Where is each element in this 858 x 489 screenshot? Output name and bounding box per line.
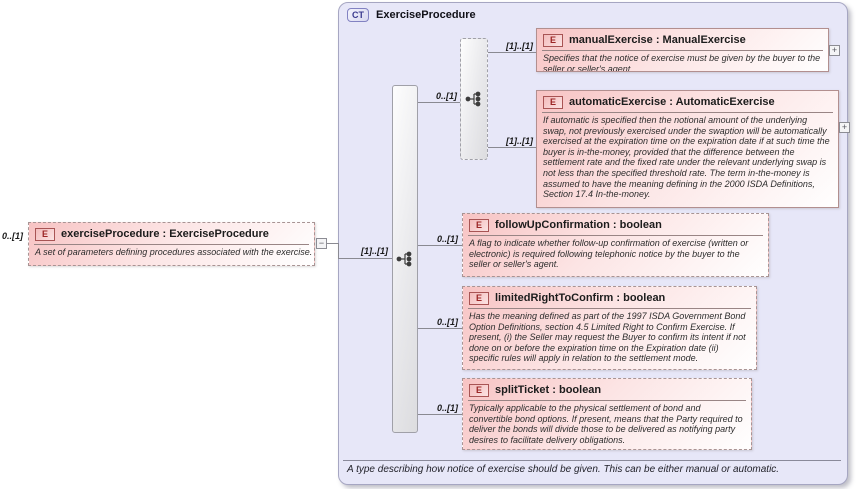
element-annotation: If automatic is specified then the notio… [542,112,833,203]
collapse-icon[interactable]: − [316,238,327,249]
element-annotation: Typically applicable to the physical set… [468,400,746,448]
cardinality-label: [1]..[1] [506,41,533,51]
element-badge: E [543,95,563,109]
element-title: splitTicket : boolean [495,384,602,396]
cardinality-label: 0..[1] [2,231,24,241]
expand-icon[interactable]: + [829,45,840,56]
cardinality-label: 0..[1] [435,91,457,101]
cardinality-label: 0..[1] [436,403,458,413]
element-annotation: A set of parameters defining procedures … [34,244,312,261]
element-badge: E [469,218,489,232]
element-title: followUpConfirmation : boolean [495,219,662,231]
choice-indicator[interactable] [460,38,488,160]
sequence-icon [396,251,412,267]
complex-type-annotation: A type describing how notice of exercise… [347,464,780,475]
cardinality-label: [1]..[1] [361,246,388,256]
cardinality-label: [1]..[1] [506,136,533,146]
cardinality-label: 0..[1] [436,317,458,327]
element-badge: E [469,383,489,397]
choice-icon [465,91,481,107]
element-box-exerciseprocedure[interactable]: E exerciseProcedure : ExerciseProcedure … [28,222,315,266]
element-title: limitedRightToConfirm : boolean [495,292,666,304]
element-box-splitticket[interactable]: E splitTicket : boolean Typically applic… [462,378,752,450]
element-annotation: A flag to indicate whether follow-up con… [468,235,763,273]
complex-type-badge: CT [347,8,369,22]
complex-type-header: CT ExerciseProcedure [347,8,476,22]
element-box-followupconfirmation[interactable]: E followUpConfirmation : boolean A flag … [462,213,769,277]
element-box-manualexercise[interactable]: E manualExercise : ManualExercise Specif… [536,28,829,72]
element-box-automaticexercise[interactable]: E automaticExercise : AutomaticExercise … [536,90,839,208]
cardinality-label: 0..[1] [436,234,458,244]
element-box-limitedrighttoconfirm[interactable]: E limitedRightToConfirm : boolean Has th… [462,286,757,370]
expand-icon[interactable]: + [839,122,850,133]
footer-divider [343,460,841,461]
sequence-indicator[interactable] [392,85,418,433]
element-title: exerciseProcedure : ExerciseProcedure [61,228,269,240]
element-annotation: Specifies that the notice of exercise mu… [542,50,823,71]
element-title: automaticExercise : AutomaticExercise [569,96,775,108]
element-title: manualExercise : ManualExercise [569,34,746,46]
element-badge: E [543,33,563,47]
element-annotation: Has the meaning defined as part of the 1… [468,308,751,367]
element-badge: E [35,227,55,241]
complex-type-title: ExerciseProcedure [376,9,476,21]
element-badge: E [469,291,489,305]
